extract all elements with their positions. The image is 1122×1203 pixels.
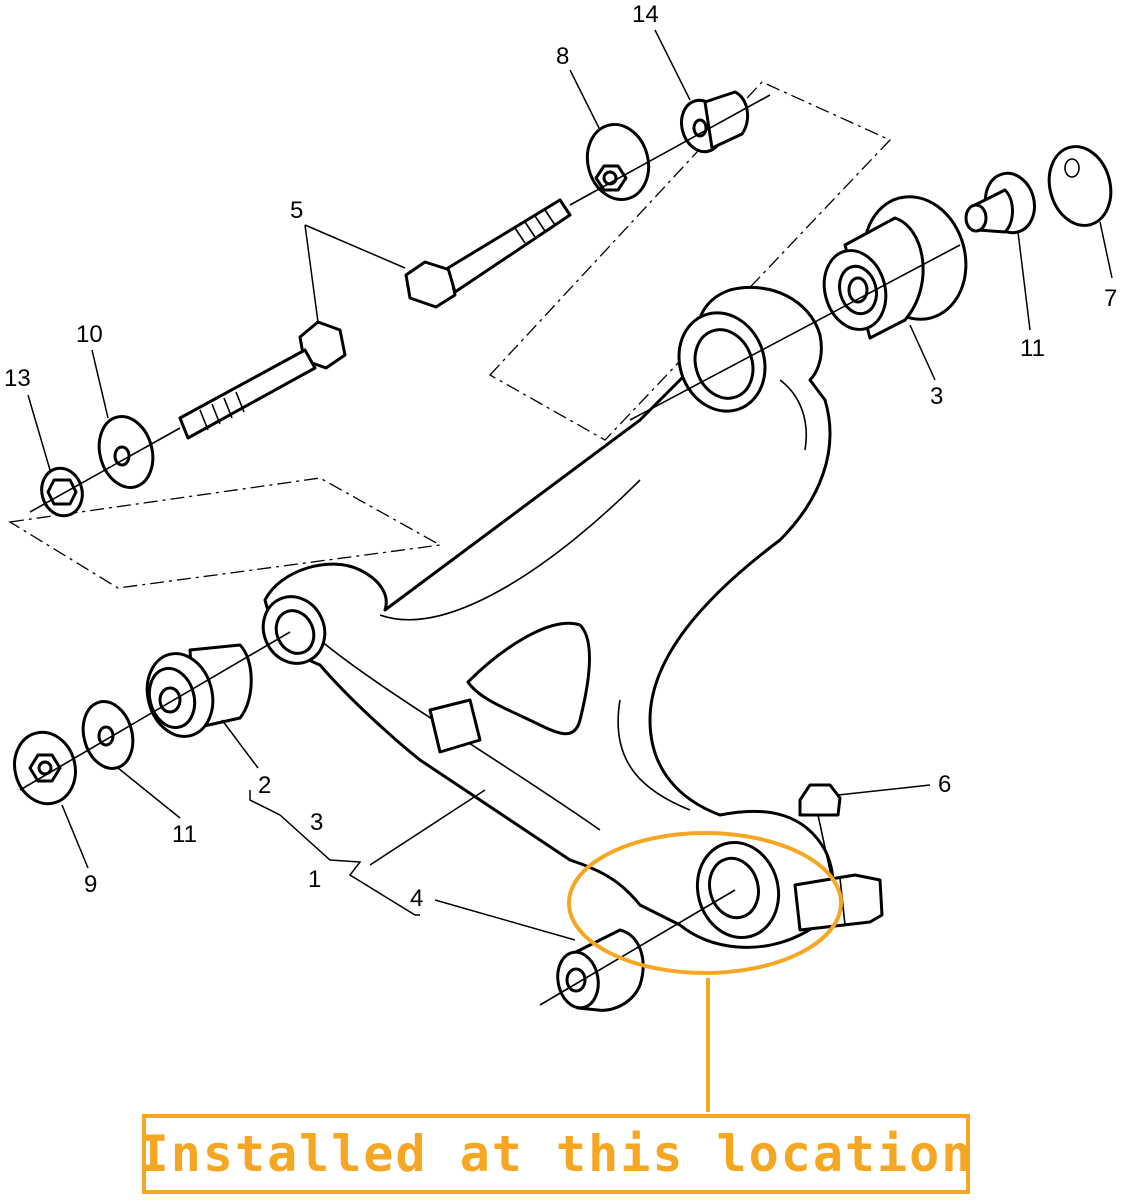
part-9-nut	[13, 730, 77, 806]
part-5-bolt-rear	[404, 198, 572, 309]
label-part-13: 13	[4, 365, 31, 392]
label-part-6: 6	[938, 771, 951, 798]
label-part-12: 11	[172, 821, 197, 848]
part-3-bushing	[822, 195, 968, 340]
axis-line-rear	[629, 244, 961, 421]
part-5-bolt-front	[178, 320, 347, 440]
label-part-1: 1	[308, 866, 321, 893]
part-11-spacer	[964, 171, 1036, 235]
label-part-11: 11	[1020, 335, 1045, 362]
part-12-washer	[81, 700, 135, 770]
control-arm	[261, 285, 884, 949]
axis-line-clip	[817, 814, 833, 881]
label-part-8: 8	[556, 43, 569, 70]
part-14-spacer	[680, 90, 750, 154]
label-part-3-lower: 3	[310, 809, 323, 836]
callout-box: Installed at this location	[139, 1114, 971, 1194]
label-part-14: 14	[632, 1, 659, 28]
label-part-7: 7	[1104, 285, 1117, 312]
axis-line-bolt-upper	[569, 94, 771, 206]
part-13-nut	[40, 466, 84, 518]
axis-line-bolt-lower	[29, 427, 181, 513]
axis-line-ballbush	[539, 889, 736, 1006]
alignment-frame-upper	[488, 81, 892, 441]
label-part-4: 4	[410, 885, 423, 912]
label-part-2: 2	[258, 772, 271, 799]
label-part-5: 5	[290, 197, 303, 224]
part-4-bushing	[556, 928, 645, 1012]
axis-line-front	[19, 631, 291, 791]
alignment-frame-left	[8, 477, 443, 589]
part-6-clip	[798, 783, 842, 817]
part-2-bushing	[145, 643, 253, 738]
label-part-3-upper: 3	[930, 383, 943, 410]
part-10-washer	[97, 415, 155, 489]
label-part-10: 10	[76, 321, 103, 348]
highlight-ellipse	[567, 831, 843, 975]
callout-text: Installed at this location	[138, 1125, 974, 1183]
leader-lines	[27, 29, 1113, 941]
label-part-9: 9	[84, 871, 97, 898]
part-7-cap	[1047, 145, 1113, 227]
